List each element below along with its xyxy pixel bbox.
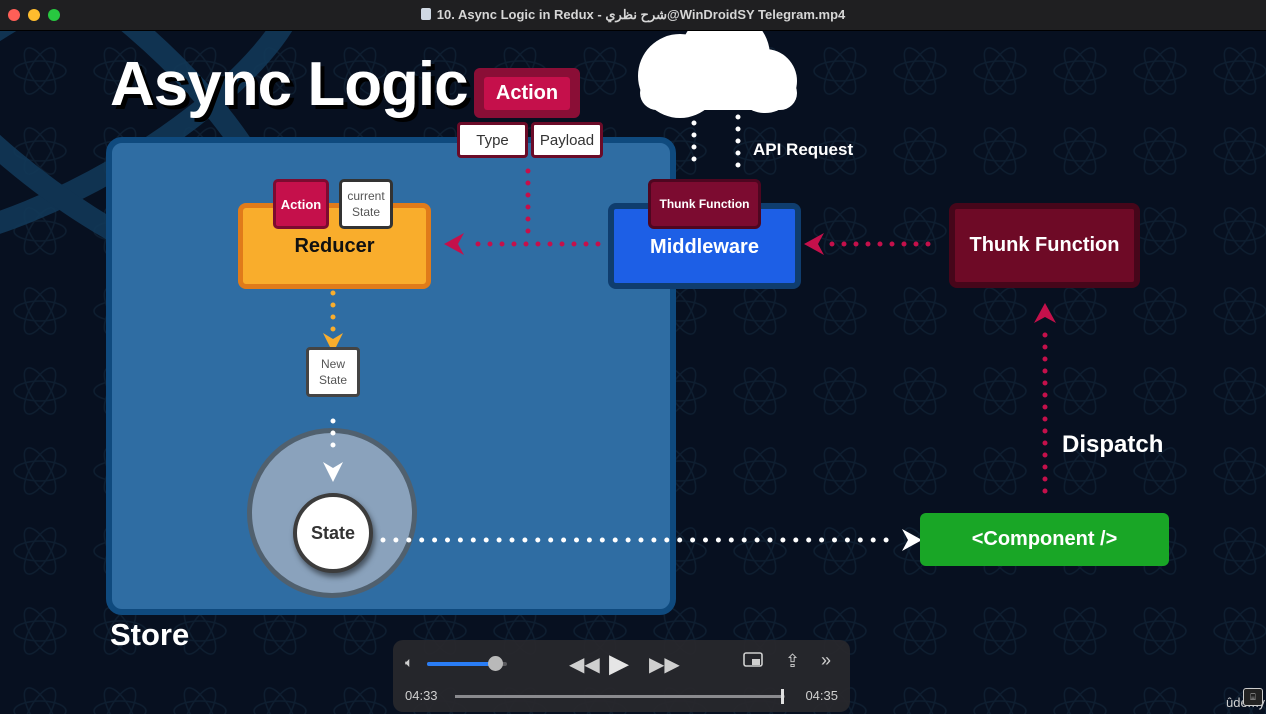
store-label: Store	[110, 617, 190, 652]
current-time: 04:33	[405, 688, 438, 703]
dispatch-label: Dispatch	[1062, 431, 1164, 458]
slide-heading: Async Logic	[110, 50, 469, 119]
action-type-box: Type	[457, 122, 528, 158]
new-state-box: New State	[306, 347, 360, 397]
rewind-icon[interactable]: ◀◀	[569, 654, 600, 676]
picture-in-picture-icon[interactable]	[743, 652, 763, 668]
playback-controls: 🔈︎ ◀◀ ▶ ▶▶ ⇪ » 04:33 04:35	[393, 640, 850, 712]
minimize-window-button[interactable]	[28, 9, 40, 21]
newstate-arrowhead	[323, 333, 343, 353]
close-window-button[interactable]	[8, 9, 20, 21]
api-request-label: API Request	[753, 140, 854, 159]
diagram-arrows-front	[323, 418, 922, 551]
volume-slider[interactable]	[427, 662, 507, 666]
cloud-icon	[638, 31, 797, 118]
action-payload-box: Payload	[531, 122, 603, 158]
component-box: <Component />	[920, 513, 1169, 566]
state-arrowhead	[323, 462, 343, 482]
video-frame[interactable]: Async Logic Store State Action Type Payl…	[0, 31, 1266, 714]
action-object-box: Action	[474, 68, 580, 118]
progress-fill	[455, 695, 782, 698]
middleware-thunk-tag: Thunk Function	[648, 179, 761, 229]
volume-icon[interactable]: 🔈︎	[405, 654, 414, 670]
window-title-text: 10. Async Logic in Redux - شرح نظري@WinD…	[436, 7, 846, 22]
reducer-arrowhead	[444, 233, 464, 255]
play-icon[interactable]: ▶	[609, 648, 629, 678]
window-titlebar: 10. Async Logic in Redux - شرح نظري@WinD…	[0, 0, 1266, 31]
reducer-box: Reducer	[238, 203, 431, 289]
live-text-icon[interactable]: ⌸	[1243, 688, 1263, 706]
state-node: State	[293, 493, 373, 573]
dispatch-arrowhead	[1034, 303, 1056, 323]
volume-knob[interactable]	[488, 656, 503, 671]
fast-forward-icon[interactable]: ▶▶	[649, 654, 680, 676]
window-title: 10. Async Logic in Redux - شرح نظري@WinD…	[0, 7, 1266, 23]
middleware-arrowhead	[804, 233, 824, 255]
diagram-arrows	[323, 168, 1056, 494]
action-title: Action	[483, 76, 571, 110]
progress-knob[interactable]	[780, 689, 784, 704]
fullscreen-window-button[interactable]	[48, 9, 60, 21]
component-arrowhead	[902, 529, 922, 551]
thunk-function-box: Thunk Function	[949, 203, 1140, 288]
progress-bar[interactable]	[455, 689, 785, 704]
reducer-current-state-input: current State	[339, 179, 393, 229]
reducer-action-input: Action	[273, 179, 329, 229]
video-file-icon	[420, 8, 431, 20]
total-time: 04:35	[805, 688, 838, 703]
more-icon[interactable]: »	[821, 650, 832, 670]
volume-level	[427, 662, 495, 666]
share-icon[interactable]: ⇪	[785, 651, 801, 671]
